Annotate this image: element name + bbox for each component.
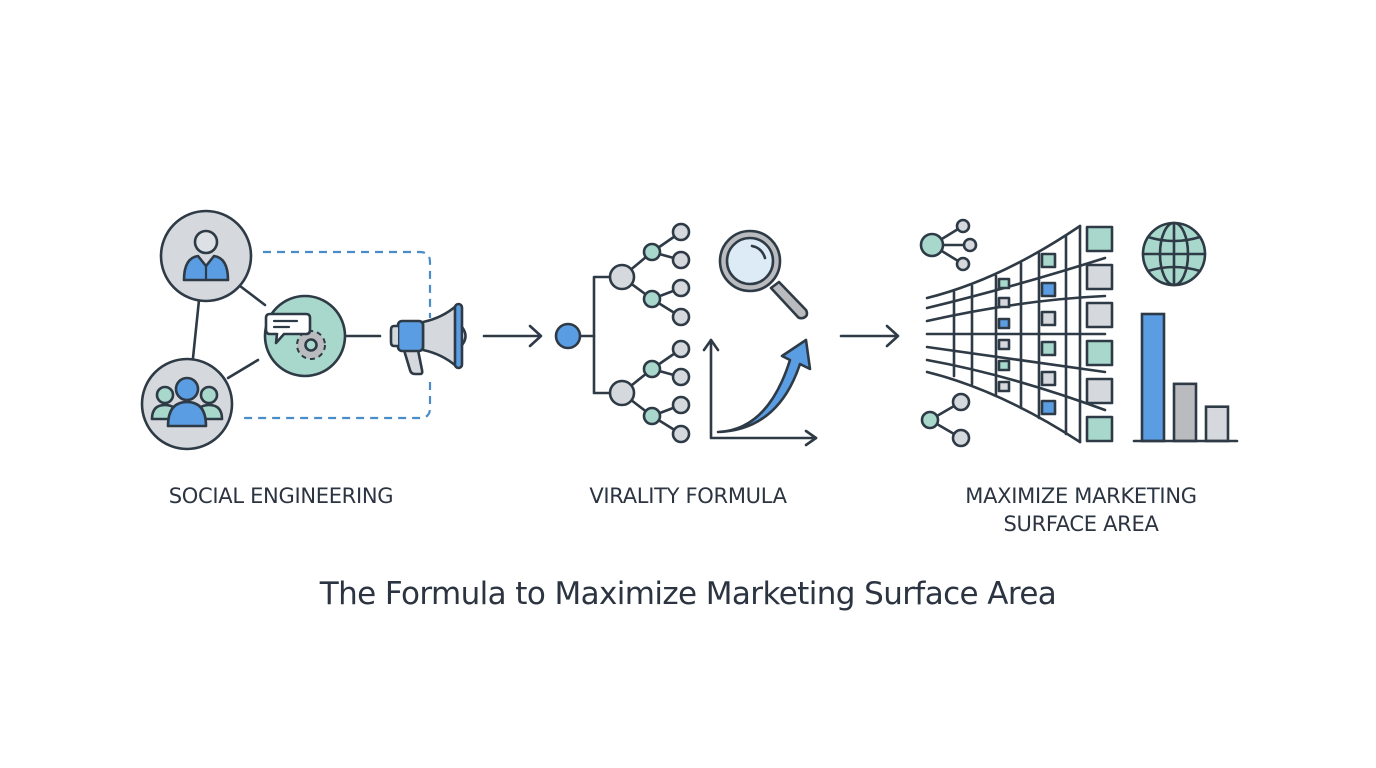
grid-cell: [1085, 415, 1114, 443]
growth-chart-icon: [702, 338, 818, 447]
grid-cell: [1085, 301, 1114, 329]
grid-cell: [1040, 370, 1057, 387]
share-icon: [919, 218, 978, 272]
bar-chart-bar: [1172, 382, 1198, 443]
tree-network-icon: [554, 222, 691, 444]
mid-node: [642, 242, 662, 262]
connector-line: [238, 284, 267, 307]
user-icon: [159, 209, 253, 303]
grid-cell: [997, 296, 1011, 309]
grid-cell: [1085, 339, 1114, 367]
root-node: [554, 322, 582, 350]
magnifier-icon: [718, 229, 809, 320]
grid-cell: [1040, 252, 1057, 269]
hub-node: [608, 379, 636, 407]
bar-chart-bar: [1204, 405, 1230, 443]
stage-maximize-surface-area: [919, 218, 1239, 448]
grid-cell: [1085, 377, 1114, 405]
leaf-node: [671, 395, 691, 415]
leaf-node: [671, 307, 691, 327]
grid-cell: [1040, 340, 1057, 357]
leaf-node: [671, 278, 691, 298]
stage-label-social-engineering: SOCIAL ENGINEERING: [168, 484, 394, 508]
mid-node: [642, 406, 662, 426]
leaf-node: [671, 367, 691, 387]
hub-node: [608, 263, 636, 291]
group-icon: [140, 357, 234, 451]
megaphone-icon: [389, 302, 467, 376]
leaf-node: [671, 424, 691, 444]
grid-cell: [1040, 281, 1057, 298]
stage-social-engineering: [140, 209, 467, 451]
chat-gear-icon: [263, 294, 347, 378]
label-line: MAXIMIZE MARKETING: [965, 484, 1197, 508]
arrow-to-maximize: [839, 324, 900, 348]
connector-line: [191, 298, 201, 360]
grid-cell: [997, 338, 1011, 351]
stage-label-virality-formula: VIRALITY FORMULA: [589, 484, 787, 508]
grid-cell: [997, 359, 1011, 372]
grid-cell: [997, 277, 1011, 290]
globe-icon: [1141, 221, 1207, 287]
stage-label-maximize-surface-area: MAXIMIZE MARKETING SURFACE AREA: [940, 482, 1222, 538]
dashed-feedback-loop: [244, 250, 432, 420]
grid-cell: [1085, 225, 1114, 253]
leaf-node: [671, 250, 691, 270]
grid-cell: [1085, 263, 1114, 291]
grid-cell: [997, 380, 1011, 393]
funnel-grid-icon: [925, 224, 1114, 444]
grid-cell: [1040, 310, 1057, 327]
leaf-node: [671, 222, 691, 242]
diagram-caption: The Formula to Maximize Marketing Surfac…: [319, 576, 1057, 612]
bar-chart-bar: [1140, 312, 1166, 443]
connector-line: [226, 358, 260, 380]
bar-chart-icon: [1132, 312, 1239, 443]
gear-icon: [296, 330, 326, 360]
chat-bubble-icon: [264, 312, 312, 345]
share-icon: [920, 392, 971, 448]
arrow-to-virality: [482, 324, 543, 348]
leaf-node: [671, 339, 691, 359]
grid-cell: [997, 317, 1011, 330]
mid-node: [642, 359, 662, 379]
grid-cell: [1040, 399, 1057, 416]
stage-virality-formula: [554, 222, 818, 447]
label-line: SURFACE AREA: [1003, 512, 1159, 536]
mid-node: [642, 289, 662, 309]
